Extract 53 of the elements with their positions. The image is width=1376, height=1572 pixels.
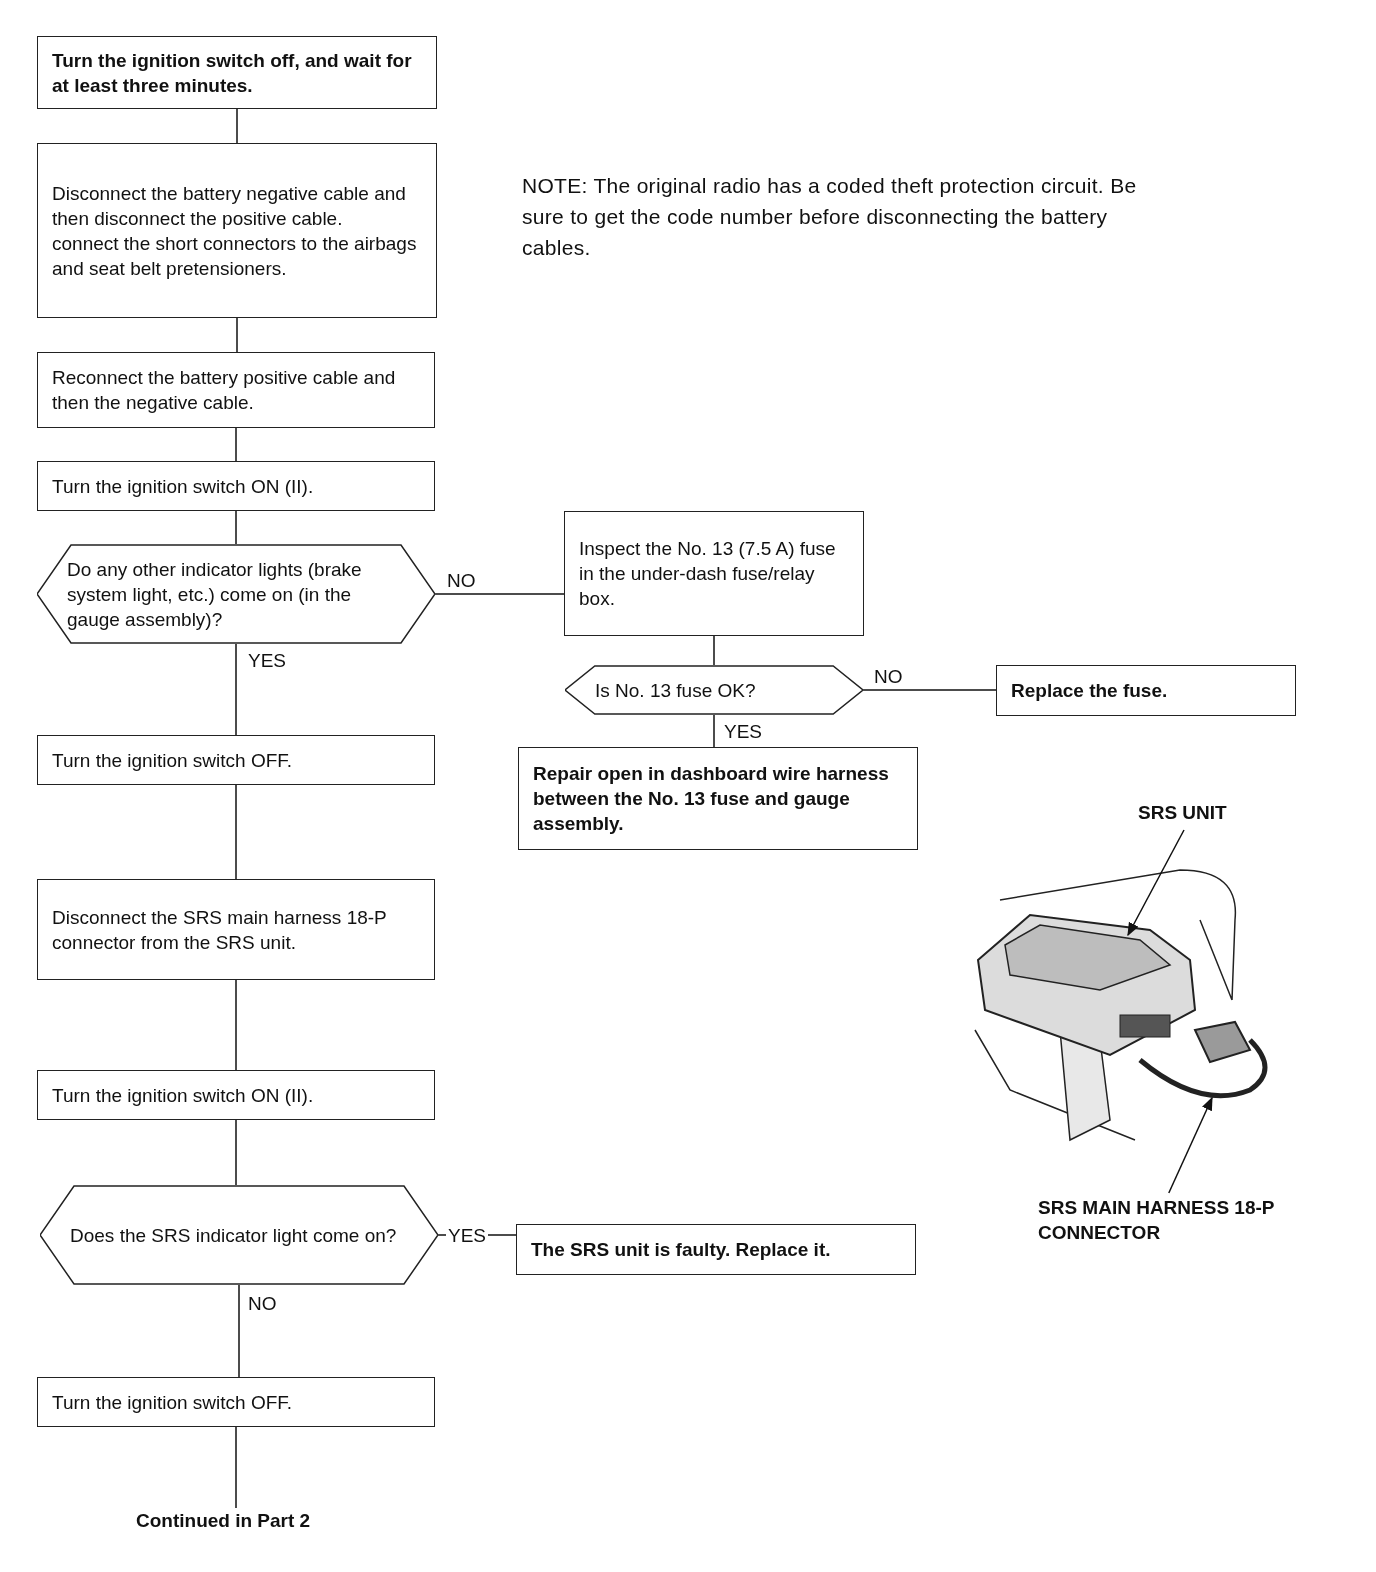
connector-line <box>235 784 237 880</box>
connector-line <box>434 593 565 595</box>
process-box <box>996 665 1296 716</box>
srs-unit <box>976 913 1197 1057</box>
process-box <box>37 735 435 785</box>
step-text: Disconnect the battery negative cable and then disconnect the positive cable. <box>52 181 407 231</box>
step-text: Replace the fuse. <box>1011 679 1169 703</box>
leader-line <box>1127 829 1185 937</box>
step-text: Reconnect the battery positive cable and then the negative cable. <box>52 366 397 415</box>
process-box <box>516 1224 916 1275</box>
connector-line <box>236 108 238 144</box>
step-text: Repair open in dashboard wire harness between the No. 13 fuse and gauge assembly. <box>533 762 890 836</box>
step-text: Turn the ignition switch OFF. <box>52 748 294 773</box>
process-box <box>564 511 864 636</box>
connector-line <box>238 1284 240 1378</box>
decision-box <box>37 544 435 644</box>
step-text: The SRS unit is faulty. Replace it. <box>531 1238 832 1262</box>
connector-line <box>235 1426 237 1509</box>
process-box <box>37 143 437 318</box>
step-text: Turn the ignition switch ON (II). <box>52 474 315 499</box>
connector-line <box>235 979 237 1071</box>
callout-label: SRS UNIT <box>1138 800 1258 828</box>
connector-line <box>236 317 238 353</box>
process-box <box>37 1070 435 1120</box>
process-box <box>518 747 918 850</box>
decision-box <box>40 1185 438 1285</box>
callout-label: Continued in Part 2 <box>136 1508 356 1536</box>
step-text: Inspect the No. 13 (7.5 A) fuse in the under-dash fuse/relay box. <box>579 537 837 611</box>
process-box <box>37 352 435 428</box>
connector-line <box>235 427 237 462</box>
connector-line <box>235 510 237 545</box>
step-text: Is No. 13 fuse OK? <box>595 678 757 703</box>
connector-line <box>713 635 715 666</box>
process-box <box>37 1377 435 1427</box>
process-box <box>37 461 435 511</box>
step-text: Does the SRS indicator light come on? <box>70 1223 398 1248</box>
connector-line <box>713 714 715 748</box>
step-text: Turn the ignition switch OFF. <box>52 1390 294 1415</box>
step-text: connect the short connectors to the airbags and seat belt pretensioners. <box>52 231 418 281</box>
connector-line <box>235 1119 237 1186</box>
note-text: NOTE: The original radio has a coded theft protection circuit. Be sure to get the code number before disconnecting the battery cables. <box>522 173 1138 261</box>
decision-box <box>565 665 863 715</box>
process-box <box>37 879 435 980</box>
connector-line <box>235 643 237 736</box>
process-box <box>37 36 437 109</box>
connector-line <box>862 689 997 691</box>
leader-line <box>1168 1096 1213 1194</box>
step-text: Turn the ignition switch ON (II). <box>52 1083 315 1108</box>
callout-label: SRS MAIN HARNESS 18-P CONNECTOR <box>1038 1195 1278 1249</box>
step-text: Disconnect the SRS main harness 18-P connector from the SRS unit. <box>52 905 388 955</box>
step-text: Do any other indicator lights (brake system light, etc.) come on (in the gauge assembly)? <box>67 557 363 632</box>
connector-plug <box>1138 1020 1268 1099</box>
step-text: Turn the ignition switch off, and wait for at least three minutes. <box>52 48 413 98</box>
